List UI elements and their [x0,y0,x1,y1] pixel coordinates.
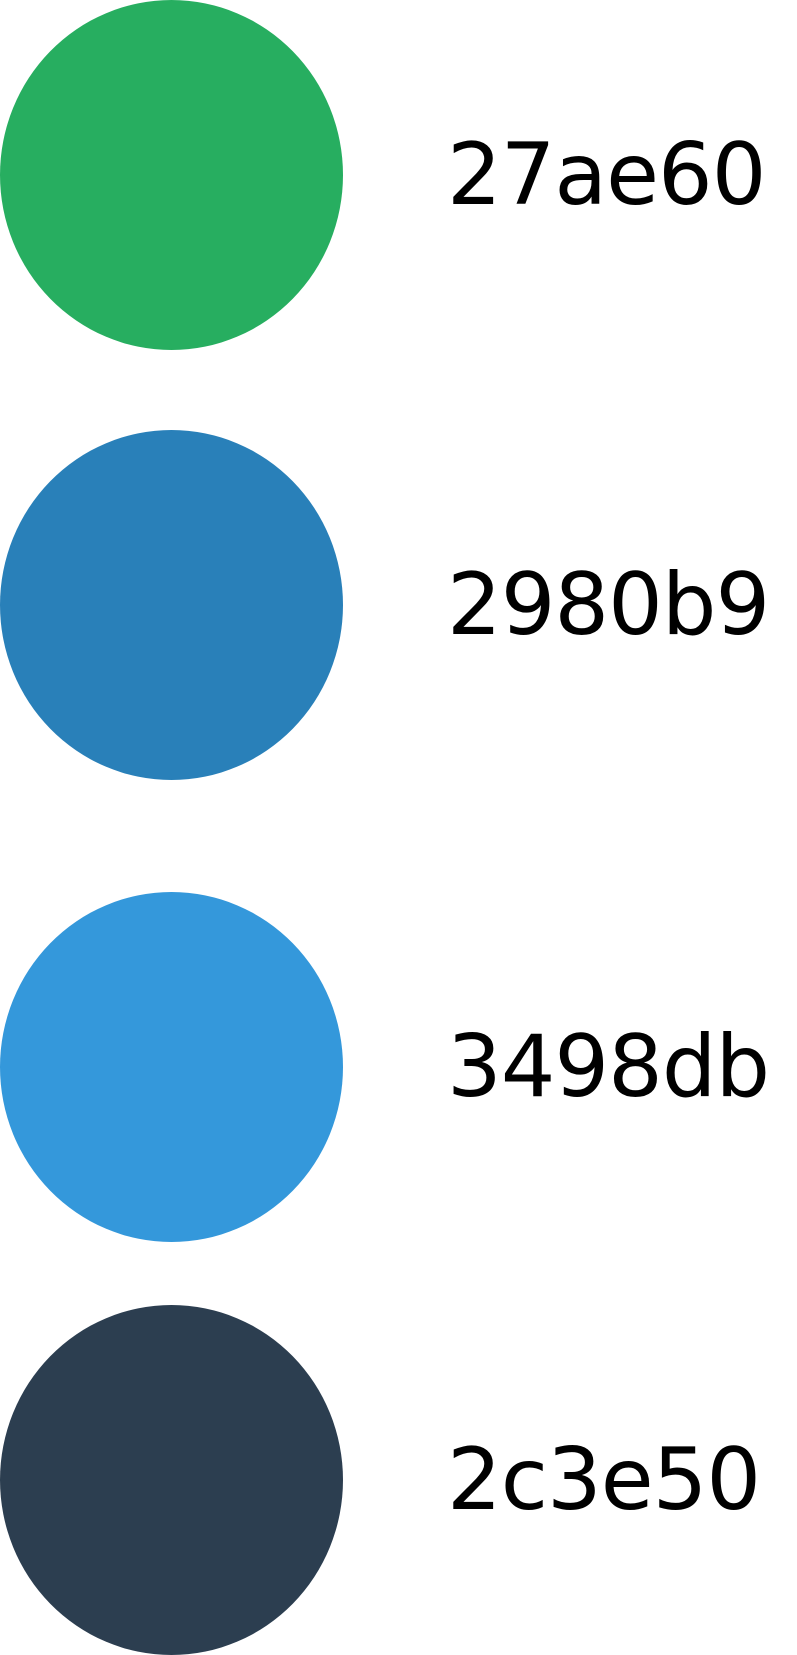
swatch-row-light-blue: 3498db [0,892,797,1242]
swatch-circle-light-blue [0,892,343,1242]
swatch-label-green: 27ae60 [447,125,766,225]
swatch-label-navy: 2c3e50 [447,1430,761,1530]
swatch-circle-green [0,0,343,350]
swatch-circle-navy [0,1305,343,1655]
swatch-label-dark-blue: 2980b9 [447,555,770,655]
swatch-label-light-blue: 3498db [447,1017,770,1117]
swatch-row-green: 27ae60 [0,0,797,350]
swatch-row-navy: 2c3e50 [0,1305,797,1655]
swatch-row-dark-blue: 2980b9 [0,430,797,780]
swatch-circle-dark-blue [0,430,343,780]
